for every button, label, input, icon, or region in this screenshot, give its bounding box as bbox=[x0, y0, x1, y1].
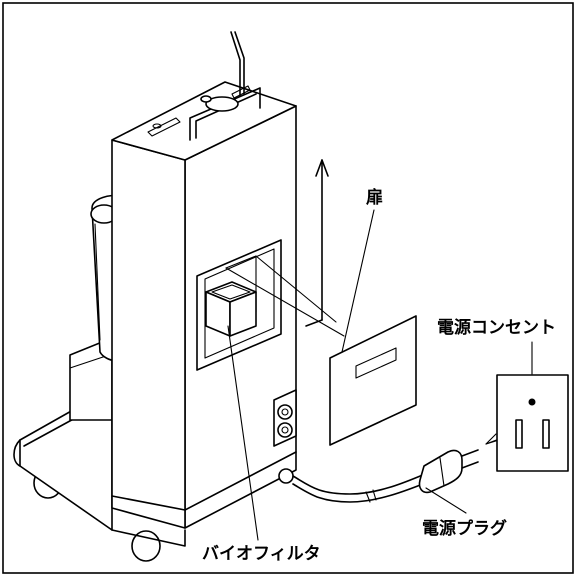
power-plug bbox=[418, 449, 479, 494]
door-label: 扉 bbox=[366, 187, 383, 208]
tower-front-face bbox=[111, 139, 186, 529]
filter-compartment bbox=[196, 239, 345, 371]
bio-filter-box bbox=[205, 281, 257, 337]
side-sockets bbox=[273, 389, 297, 447]
tower-top bbox=[111, 81, 297, 161]
door-panel bbox=[329, 315, 417, 446]
plug-label: 電源プラグ bbox=[422, 518, 507, 539]
lift-arrow bbox=[305, 159, 329, 327]
bio-filter-label: バイオフィルタ bbox=[202, 544, 321, 564]
top-details bbox=[147, 31, 261, 141]
cart-base bbox=[13, 194, 186, 562]
power-cord bbox=[278, 468, 429, 503]
outlet-label: 電源コンセント bbox=[437, 317, 556, 338]
plug-leader bbox=[425, 487, 467, 514]
power-outlet bbox=[496, 374, 569, 472]
bio-filter-leader bbox=[227, 325, 259, 541]
door-leader bbox=[341, 209, 375, 353]
